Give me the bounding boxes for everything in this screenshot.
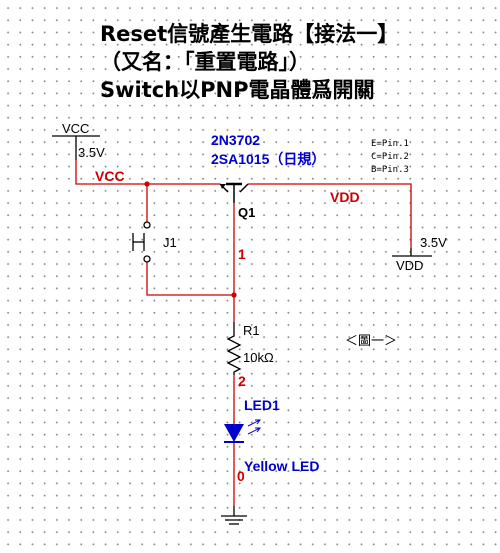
vdd-supply-voltage: 3.5V (420, 235, 447, 250)
switch-bottom-wire (146, 262, 234, 296)
vdd-net-label: VDD (330, 189, 360, 205)
resistor-value: 10kΩ (243, 350, 274, 365)
switch-ref: J1 (163, 235, 177, 250)
transistor-part-1: 2N3702 (211, 132, 261, 148)
vcc-supply-symbol (52, 135, 100, 160)
title-line-1: Reset信號產生電路【接法一】 (100, 22, 399, 46)
node-1-label: 1 (238, 246, 246, 262)
circuit-wires (75, 160, 412, 506)
pinout-emitter: E=Pin.1 (371, 139, 409, 149)
node-2-label: 2 (238, 373, 246, 389)
vdd-wire (248, 183, 412, 248)
ground-symbol (221, 506, 247, 525)
led-value: Yellow LED (244, 458, 320, 474)
emitter-arrow-icon (220, 184, 226, 189)
push-switch-symbol (132, 221, 151, 263)
figure-label: ＜圖一＞ (345, 333, 398, 348)
transistor-symbol (219, 182, 249, 203)
led-symbol (224, 419, 261, 443)
junction-dot-collector (231, 292, 237, 298)
resistor-symbol (226, 322, 242, 375)
junction-dot-vcc (144, 181, 150, 187)
vcc-net-label: VCC (95, 168, 125, 184)
vcc-supply-name: VCC (62, 121, 90, 136)
vcc-wire (75, 160, 220, 185)
led-ref: LED1 (244, 397, 280, 413)
vdd-supply-symbol (392, 248, 432, 257)
node-0-label: 0 (237, 468, 245, 484)
pinout-collector: C=Pin.2 (371, 152, 409, 162)
transistor-ref: Q1 (238, 205, 256, 220)
title-line-3: Switch以PNP電晶體爲開關 (100, 78, 375, 102)
vdd-supply-name: VDD (396, 258, 424, 273)
transistor-part-2: 2SA1015（日規） (211, 151, 326, 167)
vcc-supply-voltage: 3.5V (78, 145, 105, 160)
resistor-ref: R1 (243, 323, 260, 338)
pinout-base: B=Pin.3 (371, 165, 409, 175)
title-line-2: （又名：「重置電路」） (100, 50, 310, 74)
